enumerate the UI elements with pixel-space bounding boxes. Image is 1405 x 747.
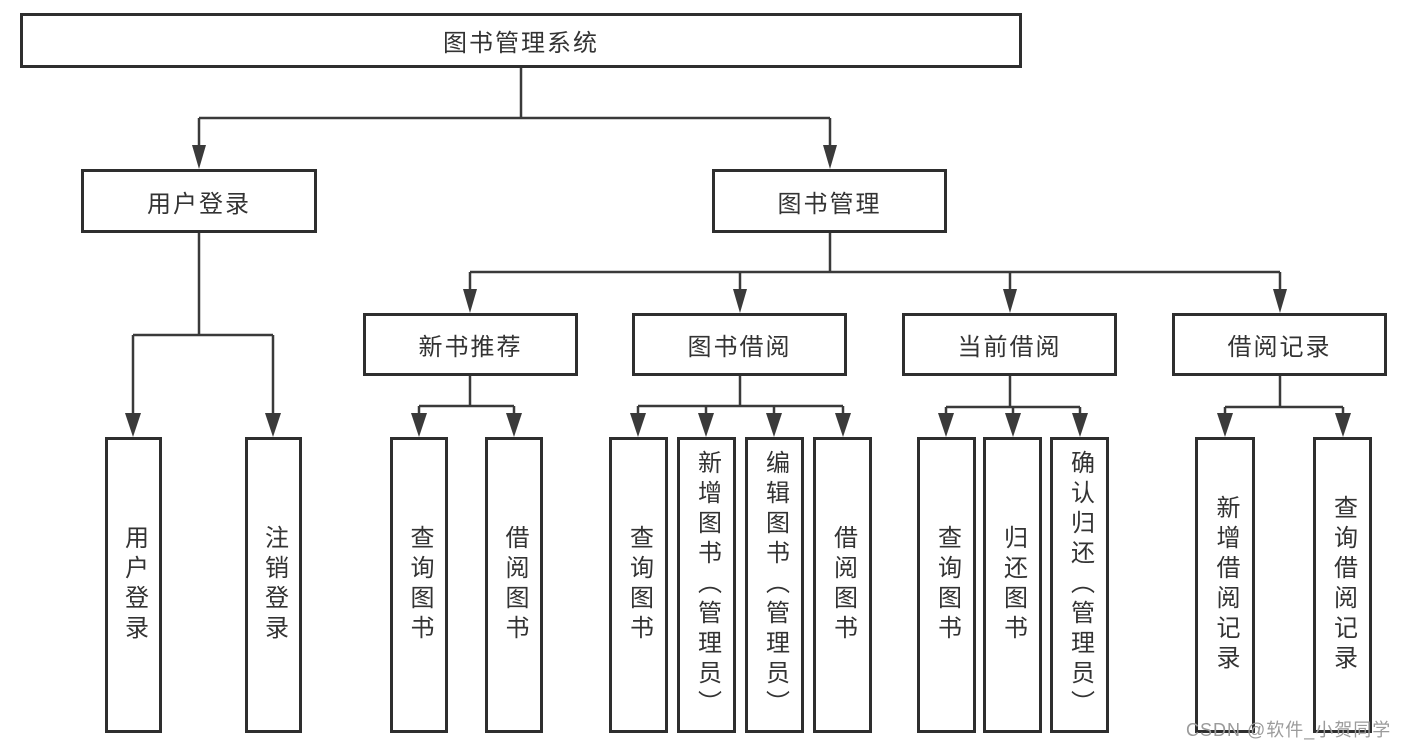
node-root-label: 图书管理系统: [443, 30, 599, 57]
leaf-cb-query-book-label: 查询图书: [933, 525, 961, 645]
leaf-bb-add-book-admin-label: 新增图书（管理员）: [693, 450, 721, 720]
node-root: 图书管理系统: [20, 13, 1022, 68]
leaf-rec-borrow-book: 借阅图书: [485, 437, 543, 733]
leaf-bb-add-book-admin: 新增图书（管理员）: [677, 437, 736, 733]
leaf-cb-confirm-return-admin: 确认归还（管理员）: [1050, 437, 1109, 733]
leaf-user-login-label: 用户登录: [120, 525, 148, 645]
leaf-bb-borrow-book: 借阅图书: [813, 437, 872, 733]
leaf-bb-borrow-book-label: 借阅图书: [829, 525, 857, 645]
connector-paths: [131, 67, 1345, 414]
node-borrowing-records: 借阅记录: [1172, 313, 1387, 376]
node-book-management-label: 图书管理: [777, 190, 882, 218]
node-current-borrowing: 当前借阅: [902, 313, 1117, 376]
leaf-rec-query-book-label: 查询图书: [406, 525, 433, 645]
leaf-bb-edit-book-admin-label: 编辑图书（管理员）: [761, 450, 789, 720]
leaf-logout-label: 注销登录: [260, 525, 288, 645]
leaf-br-add-record: 新增借阅记录: [1195, 437, 1255, 733]
leaf-rec-query-book: 查询图书: [390, 437, 448, 733]
node-book-borrowing-label: 图书借阅: [687, 334, 792, 361]
leaf-rec-borrow-book-label: 借阅图书: [501, 525, 528, 645]
leaf-user-login: 用户登录: [105, 437, 162, 733]
node-book-management: 图书管理: [712, 169, 947, 233]
leaf-bb-query-book-label: 查询图书: [625, 525, 653, 645]
arrowheads: [125, 145, 1351, 437]
leaf-cb-return-book-label: 归还图书: [999, 525, 1027, 645]
leaf-logout: 注销登录: [245, 437, 302, 733]
leaf-cb-query-book: 查询图书: [917, 437, 976, 733]
csdn-watermark: CSDN @软件_小贺同学: [1186, 720, 1392, 740]
leaf-br-add-record-label: 新增借阅记录: [1212, 495, 1239, 675]
node-new-book-recommendation-label: 新书推荐: [418, 334, 523, 361]
leaf-br-query-record-label: 查询借阅记录: [1329, 495, 1357, 675]
node-borrowing-records-label: 借阅记录: [1227, 334, 1332, 361]
leaf-br-query-record: 查询借阅记录: [1313, 437, 1372, 733]
node-user-login-label: 用户登录: [147, 190, 251, 218]
node-book-borrowing: 图书借阅: [632, 313, 847, 376]
node-current-borrowing-label: 当前借阅: [957, 334, 1062, 361]
leaf-cb-confirm-return-admin-label: 确认归还（管理员）: [1066, 450, 1094, 720]
node-new-book-recommendation: 新书推荐: [363, 313, 578, 376]
leaf-bb-edit-book-admin: 编辑图书（管理员）: [745, 437, 804, 733]
leaf-bb-query-book: 查询图书: [609, 437, 668, 733]
leaf-cb-return-book: 归还图书: [983, 437, 1042, 733]
node-user-login: 用户登录: [81, 169, 317, 233]
